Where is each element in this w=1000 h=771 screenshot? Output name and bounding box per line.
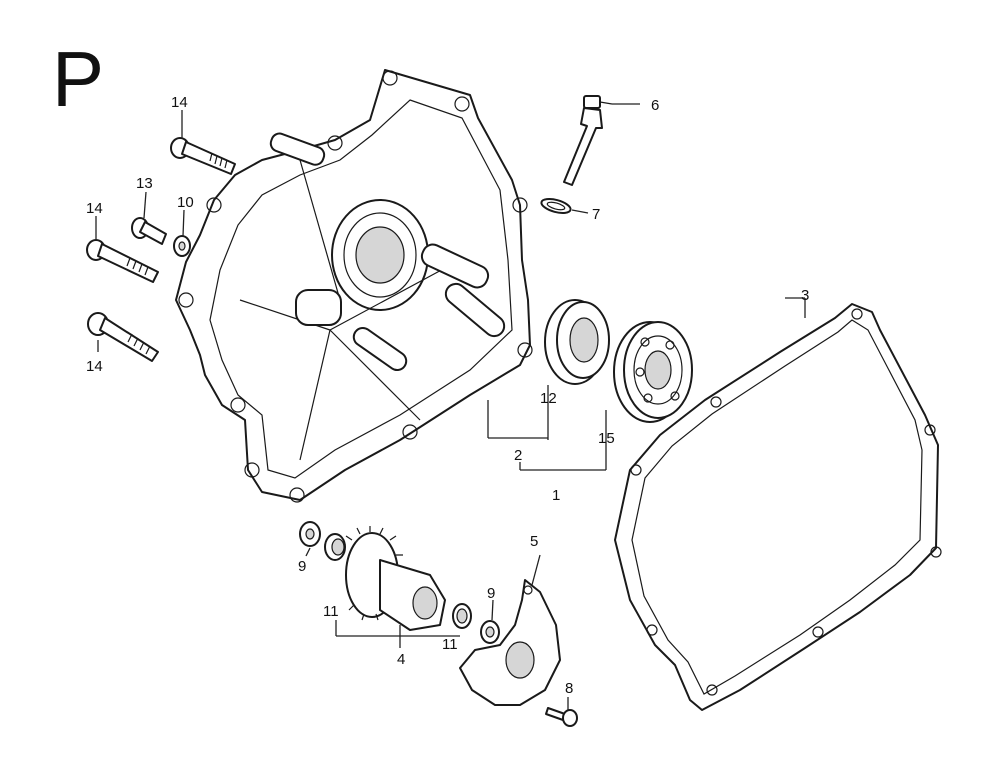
governor-holder-5 xyxy=(459,579,561,706)
washer-10 xyxy=(173,235,191,257)
callout-4: 4 xyxy=(397,651,405,668)
callout-14-middle: 14 xyxy=(86,200,103,217)
callout-15: 15 xyxy=(598,430,615,447)
crankcase-cover xyxy=(175,69,533,503)
ball-bearing-15 xyxy=(613,321,693,423)
leader-lines xyxy=(95,103,806,710)
flange-bolt-middle xyxy=(86,239,159,283)
callout-12: 12 xyxy=(540,390,557,407)
bolt-8 xyxy=(545,707,578,727)
callout-13: 13 xyxy=(136,175,153,192)
callout-8: 8 xyxy=(565,680,573,697)
cover-gasket-3 xyxy=(614,303,942,711)
flange-bolt-lower xyxy=(87,312,159,362)
callout-6: 6 xyxy=(651,97,659,114)
needle-bearing-11-left xyxy=(324,533,346,561)
section-letter: P xyxy=(52,35,104,123)
callout-9-right: 9 xyxy=(487,585,495,602)
callout-11-right: 11 xyxy=(442,636,458,653)
washer-9-right xyxy=(480,620,500,644)
callout-2: 2 xyxy=(514,447,522,464)
needle-bearing-11-right xyxy=(452,603,472,629)
callout-7: 7 xyxy=(592,206,600,223)
callout-5: 5 xyxy=(530,533,538,550)
callout-14-upper: 14 xyxy=(171,94,188,111)
callout-14-lower: 14 xyxy=(86,358,103,375)
o-ring-7 xyxy=(540,198,572,214)
flange-bolt-upper xyxy=(170,137,236,175)
oil-seal-12 xyxy=(544,299,610,385)
washer-9-left xyxy=(299,521,321,547)
callout-1: 1 xyxy=(552,487,560,504)
callout-3: 3 xyxy=(801,287,809,304)
oil-sensor-6 xyxy=(563,95,613,186)
callout-9-left: 9 xyxy=(298,558,306,575)
callout-10: 10 xyxy=(177,194,194,211)
governor-gear-4 xyxy=(345,526,446,631)
callout-11-left: 11 xyxy=(323,603,339,620)
bolt-13 xyxy=(131,217,167,245)
